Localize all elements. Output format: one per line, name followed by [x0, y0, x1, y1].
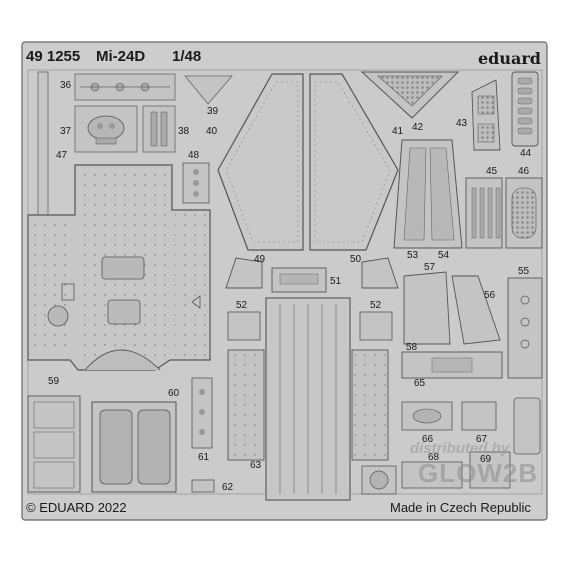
part-label-60: 60	[168, 388, 180, 399]
part-label-57: 57	[424, 262, 436, 273]
part-label-63: 63	[250, 460, 262, 471]
part-68	[401, 461, 463, 489]
kit-code: 49 1255	[26, 48, 81, 65]
part-label-47: 47	[56, 150, 68, 161]
part-label-59: 59	[48, 376, 60, 387]
part-label-53: 53	[407, 250, 419, 261]
kit-model: Mi-24D	[96, 48, 146, 65]
part-67	[461, 401, 497, 431]
part-label-67: 67	[476, 434, 488, 445]
part-49	[225, 257, 263, 289]
part-label-58: 58	[406, 342, 418, 353]
part-label-44: 44	[520, 148, 532, 159]
part-label-50: 50	[350, 254, 362, 265]
brand-logo: eduard	[478, 49, 541, 68]
part-41	[309, 73, 399, 251]
part-label-45: 45	[486, 166, 498, 177]
part-55	[507, 277, 543, 379]
part-69-b	[513, 397, 541, 455]
part-50	[361, 257, 399, 289]
part-56	[451, 275, 501, 345]
part-38	[142, 105, 176, 153]
copyright-text: © EDUARD 2022	[26, 500, 127, 515]
part-69	[469, 451, 511, 489]
part-label-43: 43	[456, 118, 468, 129]
part-57	[403, 271, 451, 345]
part-39	[184, 75, 233, 105]
part-label-37: 37	[60, 126, 72, 137]
part-62	[191, 479, 215, 493]
part-label-61: 61	[198, 452, 210, 463]
part-label-68: 68	[428, 452, 440, 463]
part-label-62: 62	[222, 482, 234, 493]
part-label-48: 48	[188, 150, 200, 161]
part-label-65: 65	[414, 378, 426, 389]
watermark-distributed-by: distributed by	[410, 440, 510, 457]
part-label-52-right: 52	[370, 300, 382, 311]
part-label-66: 66	[422, 434, 434, 445]
part-label-49: 49	[254, 254, 266, 265]
part-label-42: 42	[412, 122, 424, 133]
part-label-38: 38	[178, 126, 190, 137]
part-label-51: 51	[330, 276, 342, 287]
watermark-logo-text: GLOW2B	[418, 458, 539, 488]
part-label-55: 55	[518, 266, 530, 277]
part-label-39: 39	[207, 106, 219, 117]
part-label-41: 41	[392, 126, 404, 137]
origin-text: Made in Czech Republic	[390, 500, 531, 515]
part-label-69: 69	[480, 454, 492, 465]
part-label-52-left: 52	[236, 300, 248, 311]
part-label-46: 46	[518, 166, 530, 177]
part-label-54: 54	[438, 250, 450, 261]
part-59	[27, 395, 81, 493]
part-label-40: 40	[206, 126, 218, 137]
kit-scale: 1/48	[172, 48, 202, 65]
part-52-left	[227, 311, 261, 341]
part-label-56: 56	[484, 290, 496, 301]
part-52-right	[359, 311, 393, 341]
part-label-36: 36	[60, 80, 72, 91]
